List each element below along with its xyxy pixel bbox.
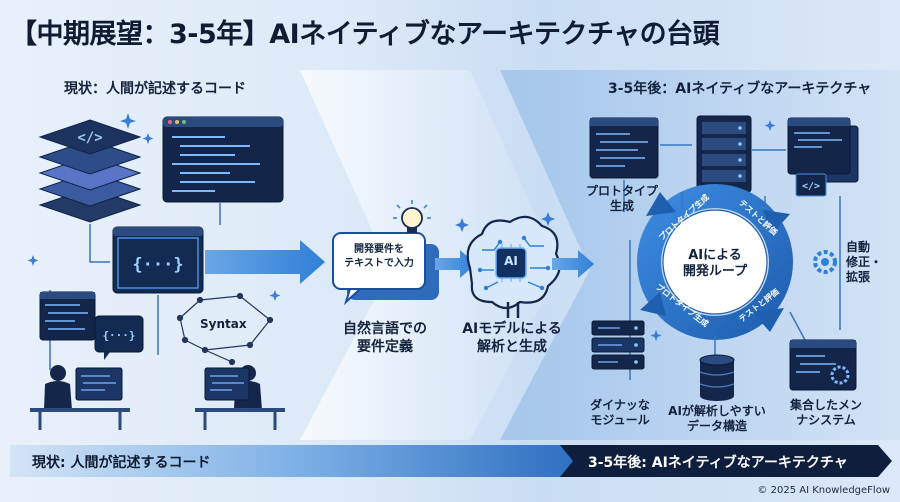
prototype-line-1: プロトタイプ [585, 184, 658, 198]
brace-code-window-icon: {···} [112, 226, 204, 294]
meshed-line-1: 集合したメン [789, 398, 862, 412]
copyright-footer: © 2025 AI KnowledgeFlow [757, 485, 890, 496]
lightbulb-icon [393, 200, 431, 233]
meshed-line-2: ナシステム [796, 413, 856, 427]
developer-right-icon [195, 365, 285, 430]
ai-dev-loop-cycle [637, 184, 793, 340]
cycle-center-line-2: 開発ループ [682, 264, 748, 279]
data-line-1: AIが解析しやすい [668, 404, 766, 418]
server-rack-icon [696, 115, 752, 193]
database-icon [699, 354, 735, 401]
step-nl-line-2: 要件定義 [357, 339, 413, 355]
cycle-center-line-1: AIによる [688, 248, 742, 263]
system-monitor-icon [789, 339, 857, 391]
syntax-label: Syntax [200, 317, 247, 331]
brace-glyph: {···} [132, 255, 183, 275]
ai-chip-label: AI [504, 254, 518, 268]
requirement-bubble-text: 開発要件を テキストで入力 [333, 243, 425, 271]
modules-line-1: ダイナッな [590, 398, 650, 412]
gear-icon [813, 250, 837, 274]
step-ai-line-1: AIモデルによる [462, 321, 562, 337]
left-heading: 現状：人間が記述するコード [64, 81, 246, 97]
prototype-code-window-icon [589, 117, 659, 179]
sparkle-icons-left [27, 113, 281, 301]
requirement-speech-bubble-icon [332, 232, 439, 306]
prototype-label: プロトタイプ 生成 [580, 184, 664, 214]
right-heading: 3-5年後：AIネイティブなアーキテクチャ [608, 81, 872, 97]
bottom-bar-right [560, 445, 892, 477]
auto-line-1: 自動 [846, 240, 871, 254]
bottom-right-label: 3-5年後: AIネイティブなアーキテクチャ [588, 455, 848, 471]
prototype-line-2: 生成 [609, 199, 634, 213]
data-line-2: データ構造 [686, 419, 747, 433]
auto-line-2: 修正・ [846, 255, 883, 269]
flow-arrow-1 [205, 240, 325, 284]
code-window-icon [162, 116, 284, 203]
code-layer-stack-icon: </> [38, 119, 142, 223]
code-window-stack-icon: </> [787, 117, 859, 197]
ai-brain-icon [466, 215, 561, 318]
svg-text:</>: </> [77, 130, 102, 146]
brace-chat-icon: {···} [94, 315, 144, 360]
auto-fix-label: 自動 修正・ 拡張 [846, 240, 890, 285]
svg-text:{···}: {···} [102, 329, 135, 342]
step-natural-language: 自然言語での 要件定義 [330, 320, 440, 356]
cycle-center-label: AIによる 開発ループ [673, 248, 757, 280]
bottom-bar-left [10, 445, 578, 477]
page-title: 【中期展望：3-5年】AIネイティブなアーキテクチャの台頭 [10, 19, 720, 50]
meshed-system-label: 集合したメン ナシステム [778, 398, 874, 428]
modules-label: ダイナッな モジュール [578, 398, 662, 428]
bubble-line-1: 開発要件を [354, 244, 404, 255]
flow-arrow-2 [435, 250, 476, 278]
auto-line-3: 拡張 [846, 270, 871, 284]
small-code-window-icon [39, 291, 96, 341]
bottom-left-label: 現状: 人間が記述するコード [32, 455, 211, 471]
developer-left-icon [30, 365, 130, 430]
data-structure-label: AIが解析しやすい データ構造 [664, 404, 770, 434]
step-ai-model: AIモデルによる 解析と生成 [452, 320, 572, 356]
sparkle-icons-right [650, 120, 776, 341]
flow-arrow-3 [552, 250, 594, 278]
syntax-network-icon [176, 292, 274, 366]
step-ai-line-2: 解析と生成 [477, 339, 547, 355]
svg-text:</>: </> [802, 181, 820, 192]
module-stack-icon [591, 320, 645, 370]
step-nl-line-1: 自然言語での [343, 321, 427, 337]
sparkle-icons-middle [455, 212, 555, 232]
modules-line-2: モジュール [590, 413, 650, 427]
bubble-line-2: テキストで入力 [344, 258, 414, 269]
